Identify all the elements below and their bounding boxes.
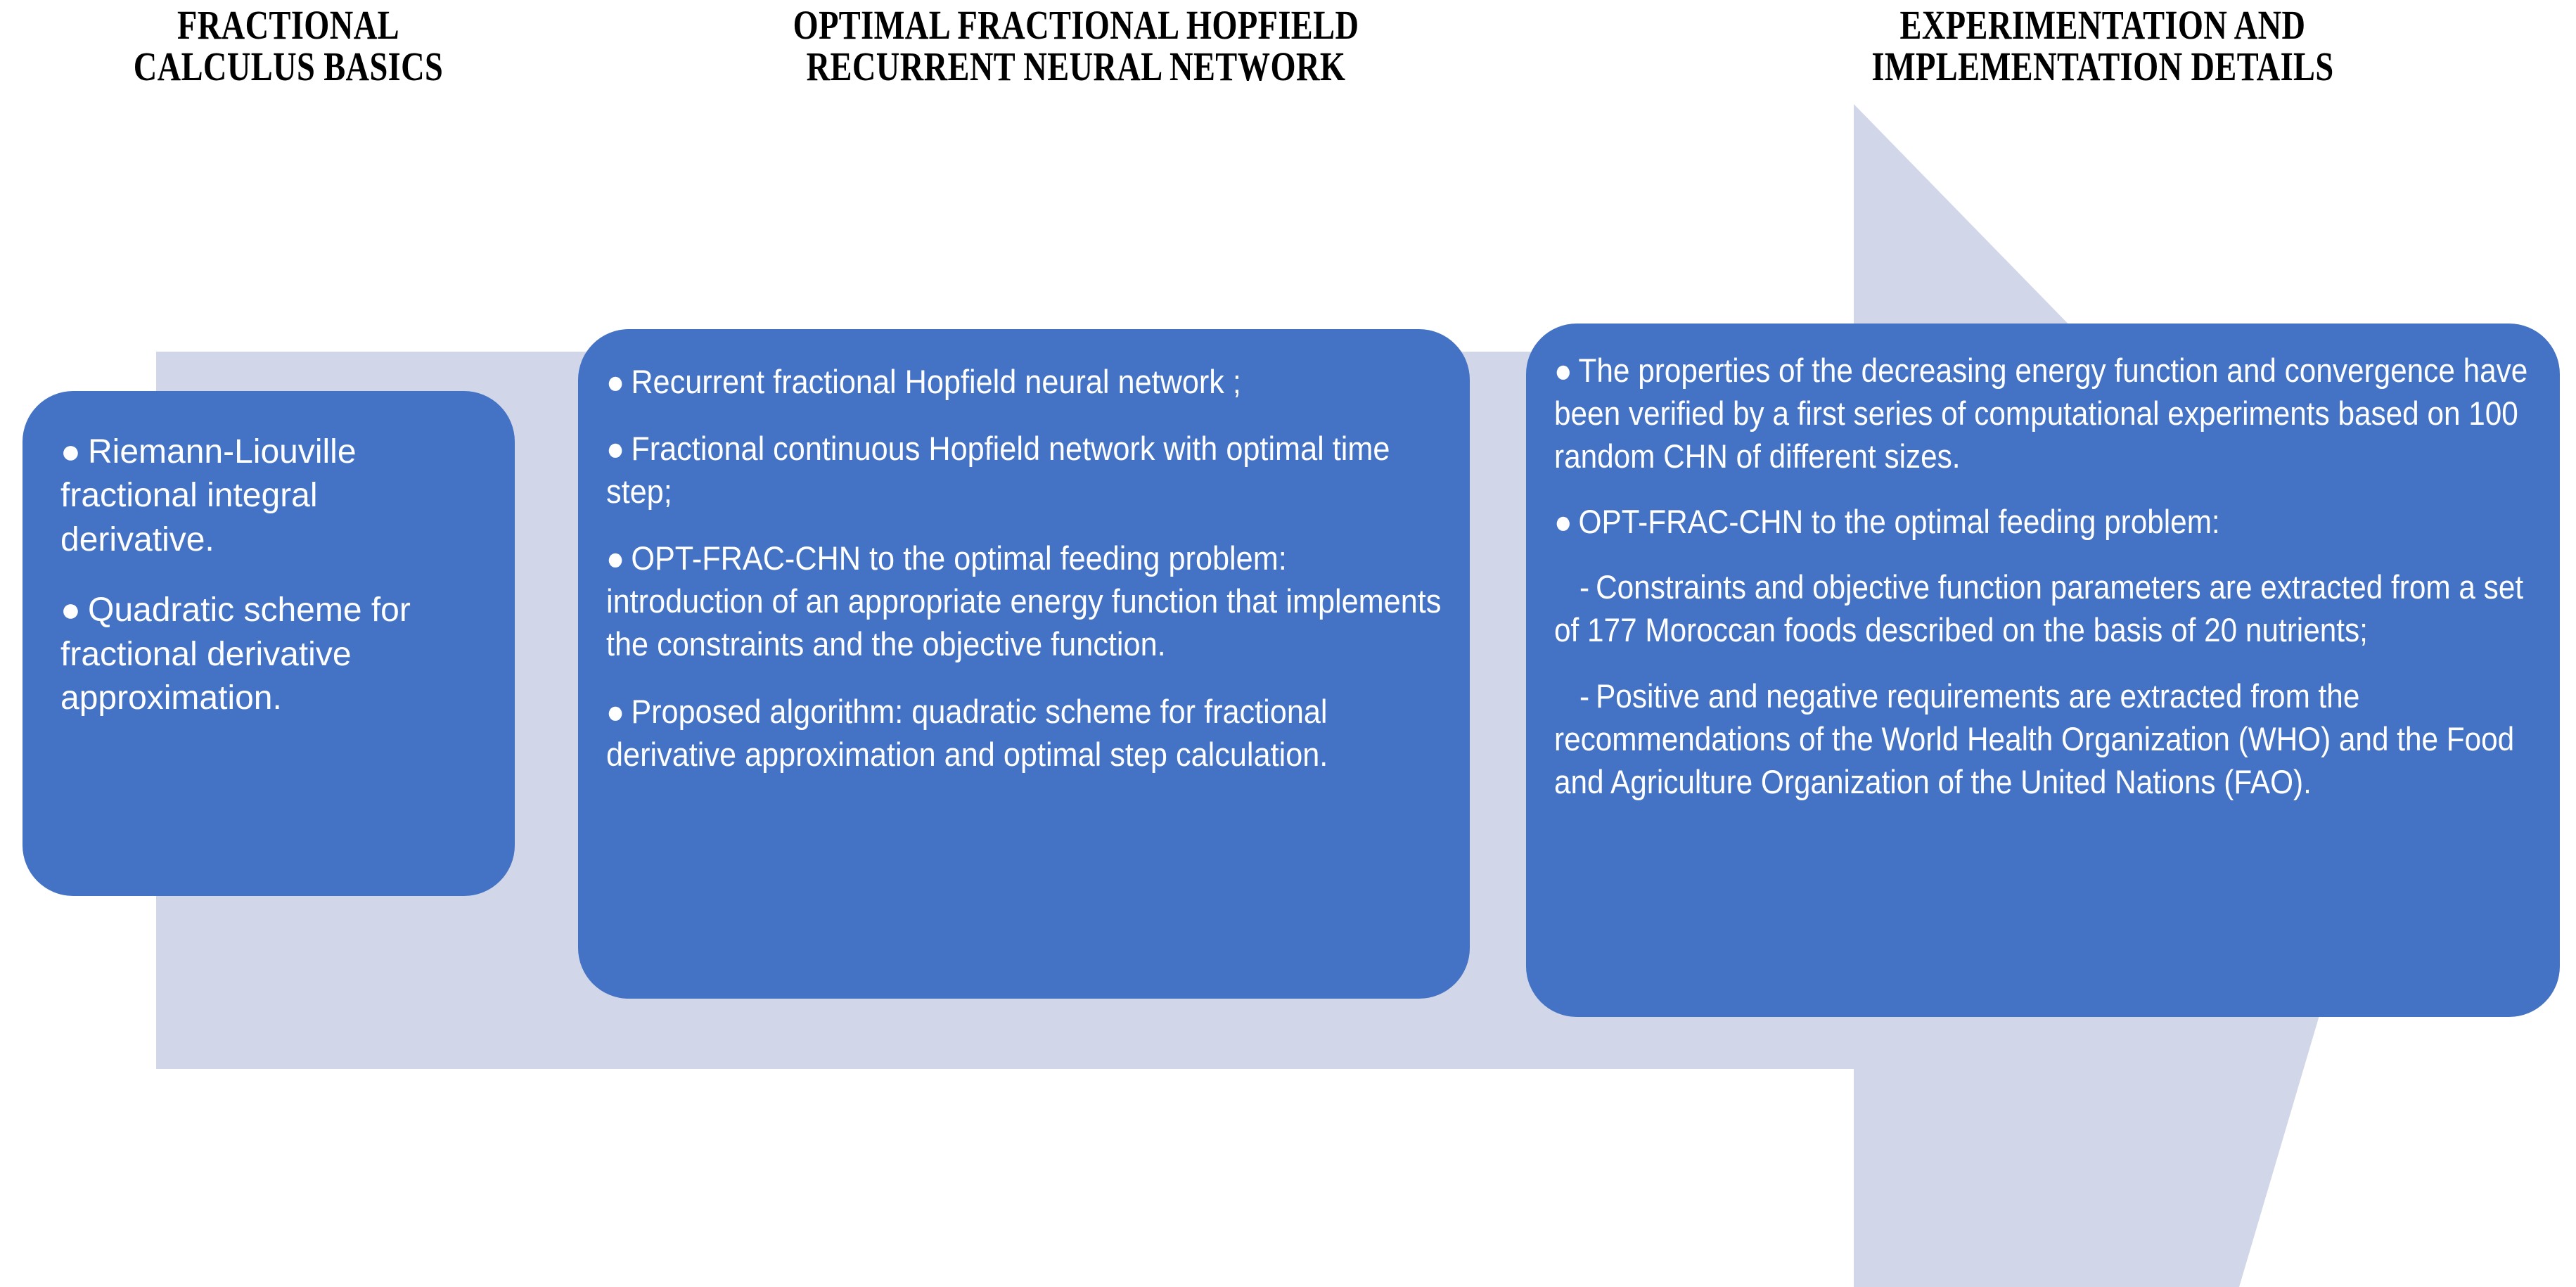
list-item-text: OPT-FRAC-CHN to the optimal feeding prob… xyxy=(606,539,1442,663)
list-item: ●OPT-FRAC-CHN to the optimal feeding pro… xyxy=(606,537,1442,665)
bullet-list: ●The properties of the decreasing energy… xyxy=(1554,349,2532,803)
list-item-text: Proposed algorithm: quadratic scheme for… xyxy=(606,692,1328,773)
list-item: ●Fractional continuous Hopfield network … xyxy=(606,427,1442,513)
card-optimal-fractional-hopfield-rnn: ●Recurrent fractional Hopfield neural ne… xyxy=(578,329,1470,999)
bullet-dot-icon: ● xyxy=(1554,352,1572,389)
list-item: ●Quadratic scheme for fractional derivat… xyxy=(60,589,477,720)
bullet-dot-icon: ● xyxy=(60,433,81,470)
page-title-optimal-fractional-hopfield-rnn: OPTIMAL FRACTIONAL HOPFIELD RECURRENT NE… xyxy=(793,2,1359,90)
list-item-text: Quadratic scheme for fractional derivati… xyxy=(60,591,411,717)
card-experimentation-and-implementation-details: ●The properties of the decreasing energy… xyxy=(1526,324,2560,1017)
list-item: ●Riemann-Liouville fractional integral d… xyxy=(60,430,477,562)
list-item: -Constraints and objective function para… xyxy=(1554,565,2532,651)
list-item-text: The properties of the decreasing energy … xyxy=(1554,352,2528,475)
list-item: ●The properties of the decreasing energy… xyxy=(1554,349,2532,478)
bullet-dot-icon: ● xyxy=(606,539,625,577)
dash-marker-icon: - xyxy=(1579,677,1590,715)
page-title-fractional-calculus-basics: FRACTIONAL CALCULUS BASICS xyxy=(133,2,444,90)
list-item-text: Riemann-Liouville fractional integral de… xyxy=(60,433,357,558)
list-item: ●OPT-FRAC-CHN to the optimal feeding pro… xyxy=(1554,500,2532,543)
list-item: ●Proposed algorithm: quadratic scheme fo… xyxy=(606,690,1442,776)
page-title-experimentation-and-implementation-details: EXPERIMENTATION AND IMPLEMENTATION DETAI… xyxy=(1871,2,2334,90)
bullet-dot-icon: ● xyxy=(60,591,81,629)
bullet-dot-icon: ● xyxy=(606,692,625,730)
list-item-text: OPT-FRAC-CHN to the optimal feeding prob… xyxy=(1578,503,2220,541)
list-item: -Positive and negative requirements are … xyxy=(1554,674,2532,803)
bullet-dot-icon: ● xyxy=(1554,503,1572,541)
dash-marker-icon: - xyxy=(1579,568,1590,606)
bullet-dot-icon: ● xyxy=(606,430,625,468)
list-item-text: Recurrent fractional Hopfield neural net… xyxy=(631,363,1241,400)
list-item: ●Recurrent fractional Hopfield neural ne… xyxy=(606,360,1442,403)
list-item-text: Fractional continuous Hopfield network w… xyxy=(606,430,1390,511)
bullet-dot-icon: ● xyxy=(606,363,625,400)
bullet-list: ●Recurrent fractional Hopfield neural ne… xyxy=(606,360,1442,776)
list-item-text: Constraints and objective function param… xyxy=(1554,568,2524,649)
card-fractional-calculus-basics: ●Riemann-Liouville fractional integral d… xyxy=(23,391,515,896)
list-item-text: Positive and negative requirements are e… xyxy=(1554,677,2515,800)
bullet-list: ●Riemann-Liouville fractional integral d… xyxy=(60,430,477,720)
